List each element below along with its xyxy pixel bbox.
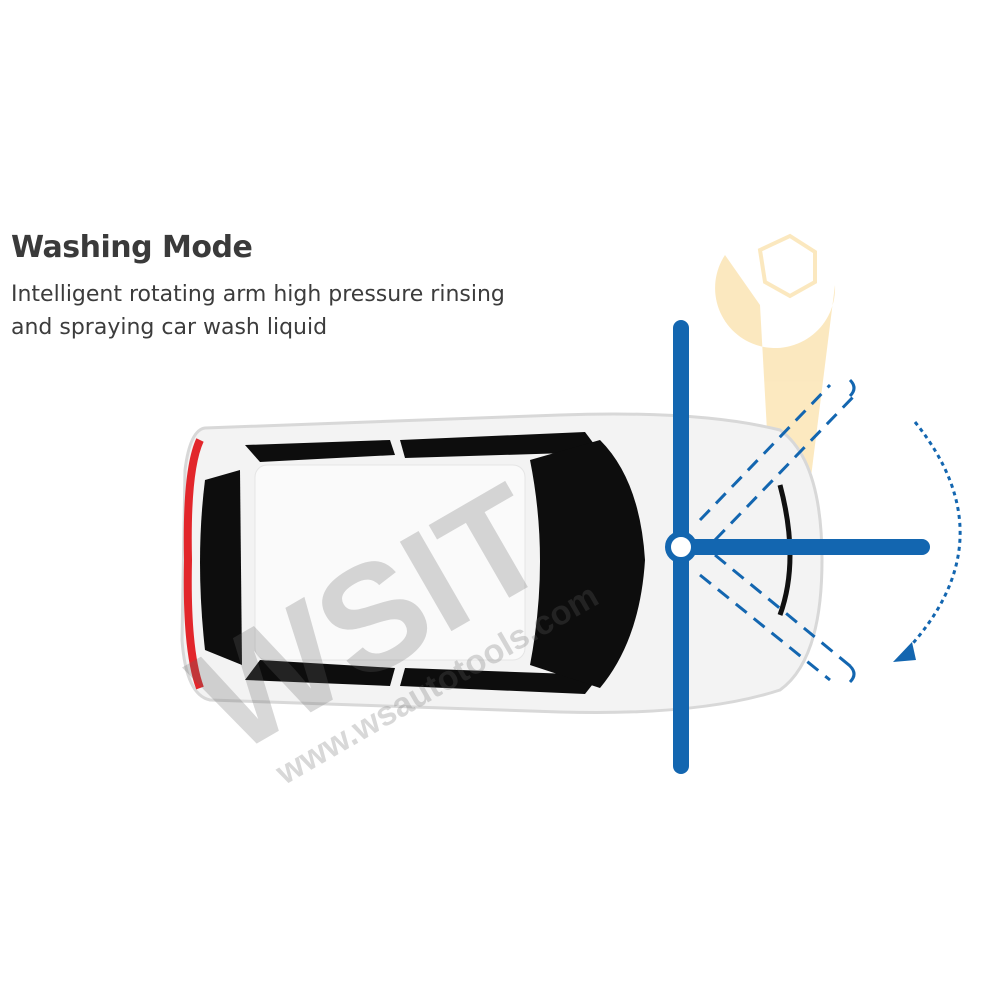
tail-light-icon	[183, 438, 204, 690]
watermark-logo-icon	[715, 233, 836, 485]
windshield	[530, 440, 645, 688]
rotating-arm	[665, 320, 930, 774]
description-line-2: and spraying car wash liquid	[11, 315, 328, 340]
page-title: Washing Mode	[11, 230, 253, 265]
car-top-view	[180, 412, 824, 715]
rotation-arrow-icon	[893, 421, 962, 662]
rear-window	[200, 470, 242, 665]
description: Intelligent rotating arm high pressure r…	[11, 278, 571, 344]
arm-pivot-icon	[665, 531, 697, 563]
arm-motion-trace	[698, 378, 857, 684]
description-line-1: Intelligent rotating arm high pressure r…	[11, 282, 505, 307]
